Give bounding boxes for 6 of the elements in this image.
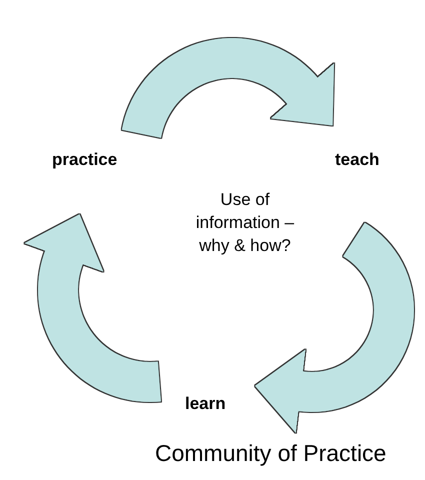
step-label: practice <box>52 150 118 170</box>
step-label: learn <box>185 394 226 414</box>
caption: Community of Practice <box>155 440 386 467</box>
step-label: teach <box>335 150 380 170</box>
curved-block-arrow <box>255 222 414 433</box>
center-question: Use of information – why & how? <box>194 189 296 257</box>
